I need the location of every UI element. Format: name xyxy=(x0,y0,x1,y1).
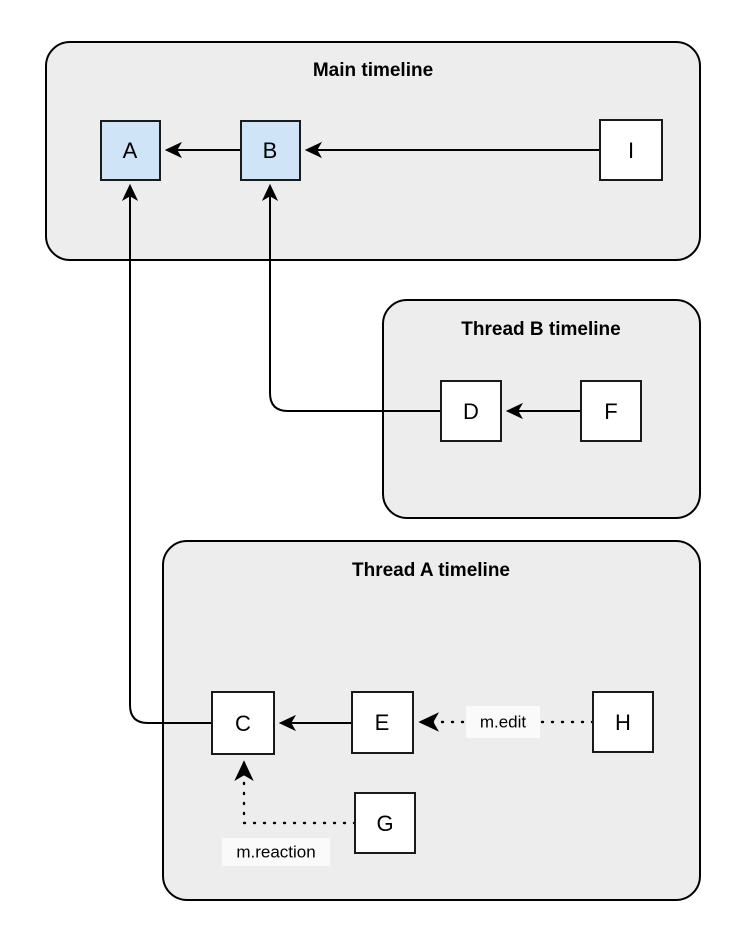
edge-label-m-reaction: m.reaction xyxy=(222,838,330,866)
node-i-label: I xyxy=(628,138,634,163)
container-thread-b-timeline-title: Thread B timeline xyxy=(461,319,620,340)
container-thread-a-timeline-title: Thread A timeline xyxy=(352,560,510,581)
node-i-rect[interactable] xyxy=(599,119,663,181)
node-a[interactable]: A xyxy=(100,120,161,181)
node-d-label: D xyxy=(463,399,479,424)
node-h[interactable]: H xyxy=(592,691,654,753)
edge-label-m-reaction-bg xyxy=(222,838,330,866)
node-f[interactable]: F xyxy=(580,380,642,442)
container-main-timeline-title: Main timeline xyxy=(313,60,433,81)
node-a-rect[interactable] xyxy=(100,120,161,181)
node-f-rect[interactable] xyxy=(580,380,642,442)
node-f-label: F xyxy=(604,399,617,424)
edge-c-to-a xyxy=(121,183,212,724)
container-thread-b-timeline: Thread B timeline xyxy=(382,299,701,519)
node-i[interactable]: I xyxy=(599,119,663,181)
edge-label-m-edit-text: m.edit xyxy=(480,712,527,731)
node-e-rect[interactable] xyxy=(351,691,414,754)
edge-d-to-b xyxy=(261,183,441,412)
node-b-rect[interactable] xyxy=(240,120,301,181)
node-b[interactable]: B xyxy=(240,120,301,181)
node-b-label: B xyxy=(263,138,278,163)
node-d-rect[interactable] xyxy=(440,380,502,442)
edge-g-to-c xyxy=(234,760,357,825)
node-c[interactable]: C xyxy=(211,691,275,755)
node-c-rect[interactable] xyxy=(211,691,275,755)
node-g-label: G xyxy=(376,811,393,836)
edge-label-m-edit: m.edit xyxy=(466,706,540,738)
node-d[interactable]: D xyxy=(440,380,502,442)
node-g[interactable]: G xyxy=(354,792,416,854)
node-e-label: E xyxy=(375,710,390,735)
node-e[interactable]: E xyxy=(351,691,414,754)
node-h-label: H xyxy=(615,710,631,735)
edge-label-m-edit-bg xyxy=(466,706,540,738)
node-c-label: C xyxy=(235,711,251,736)
node-h-rect[interactable] xyxy=(592,691,654,753)
node-g-rect[interactable] xyxy=(354,792,416,854)
node-a-label: A xyxy=(123,138,138,163)
container-thread-b-timeline-rect xyxy=(382,299,701,519)
edge-label-m-reaction-text: m.reaction xyxy=(236,842,315,861)
